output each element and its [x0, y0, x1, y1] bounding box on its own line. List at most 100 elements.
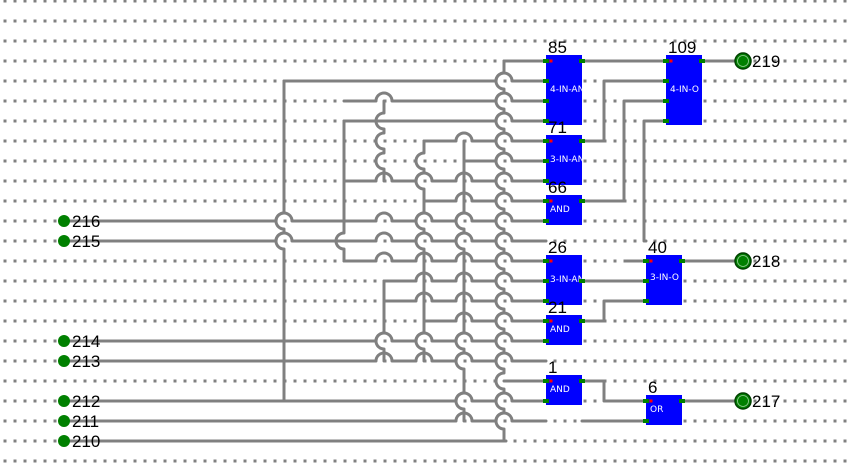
- grid-dot: [533, 0, 537, 3]
- grid-dot: [693, 299, 697, 303]
- grid-dot: [463, 339, 467, 343]
- grid-dot: [293, 39, 297, 43]
- gate-pin: [543, 59, 549, 63]
- grid-dot: [33, 299, 37, 303]
- grid-dot: [473, 0, 477, 3]
- grid-dot: [753, 279, 757, 283]
- grid-dot: [143, 459, 147, 463]
- input-213[interactable]: 213: [58, 352, 100, 371]
- grid-dot: [773, 199, 777, 203]
- gate-85[interactable]: 85 4-IN-AN: [546, 38, 584, 125]
- input-214[interactable]: 214: [58, 332, 100, 351]
- input-212[interactable]: 212: [58, 392, 100, 411]
- grid-dot: [133, 159, 137, 163]
- grid-dot: [183, 379, 187, 383]
- input-node-213[interactable]: [58, 355, 70, 367]
- output-218[interactable]: 218: [734, 252, 780, 271]
- grid-dot: [673, 39, 677, 43]
- output-219[interactable]: 219: [734, 52, 780, 71]
- grid-dot: [153, 259, 157, 263]
- grid-dot: [93, 139, 97, 143]
- grid-dot: [783, 219, 787, 223]
- grid-dot: [823, 279, 827, 283]
- grid-dot: [803, 199, 807, 203]
- gate-40[interactable]: 40 3-IN-O: [646, 238, 682, 305]
- wire-215: [62, 231, 548, 243]
- input-node-214[interactable]: [58, 335, 70, 347]
- grid-dot: [173, 379, 177, 383]
- grid-dot: [753, 59, 757, 63]
- grid-dot: [183, 319, 187, 323]
- grid-dot: [503, 159, 507, 163]
- input-211[interactable]: 211: [58, 412, 99, 431]
- input-node-211[interactable]: [58, 415, 70, 427]
- grid-dot: [133, 19, 137, 23]
- grid-dot: [133, 59, 137, 63]
- input-216[interactable]: 216: [58, 212, 100, 231]
- grid-dot: [213, 319, 217, 323]
- grid-dot: [73, 319, 77, 323]
- grid-dot: [703, 319, 707, 323]
- gate-66[interactable]: 66 AND: [546, 178, 582, 225]
- grid-dot: [793, 299, 797, 303]
- gate-26[interactable]: 26 3-IN-AN: [546, 238, 584, 305]
- grid-dot: [223, 259, 227, 263]
- grid-dot: [593, 159, 597, 163]
- grid-dot: [13, 219, 17, 223]
- grid-dot: [363, 319, 367, 323]
- gate-40-type: 3-IN-O: [650, 273, 679, 283]
- grid-dot: [263, 139, 267, 143]
- grid-dot: [653, 19, 657, 23]
- grid-dot: [163, 79, 167, 83]
- grid-dot: [693, 279, 697, 283]
- grid-dot: [23, 299, 27, 303]
- gate-pin: [663, 99, 669, 103]
- grid-dot: [403, 139, 407, 143]
- gate-6-type: OR: [650, 405, 663, 415]
- grid-dot: [843, 259, 847, 263]
- grid-dot: [553, 419, 557, 423]
- wire-71-in3: [342, 171, 548, 183]
- grid-dot: [353, 39, 357, 43]
- grid-dot: [813, 319, 817, 323]
- grid-dot: [373, 459, 377, 463]
- grid-dot: [353, 299, 357, 303]
- grid-dot: [323, 319, 327, 323]
- grid-dot: [823, 259, 827, 263]
- grid-dot: [783, 459, 787, 463]
- grid-dot: [73, 39, 77, 43]
- grid-dot: [803, 459, 807, 463]
- input-215[interactable]: 215: [58, 232, 100, 251]
- grid-dot: [723, 339, 727, 343]
- bus-x504: [494, 59, 506, 443]
- grid-dot: [623, 459, 627, 463]
- grid-dot: [763, 359, 767, 363]
- grid-dot: [693, 439, 697, 443]
- grid-dot: [793, 159, 797, 163]
- grid-dot: [623, 379, 627, 383]
- input-node-210[interactable]: [58, 435, 70, 447]
- input-node-215[interactable]: [58, 235, 70, 247]
- grid-dot: [843, 299, 847, 303]
- output-217[interactable]: 217: [734, 392, 780, 411]
- grid-dot: [73, 259, 77, 263]
- grid-dot: [43, 139, 47, 143]
- grid-dot: [93, 19, 97, 23]
- input-210[interactable]: 210: [58, 432, 100, 451]
- grid-dot: [343, 279, 347, 283]
- grid-dot: [163, 199, 167, 203]
- grid-dot: [733, 119, 737, 123]
- grid-dot: [663, 159, 667, 163]
- grid-dot: [33, 259, 37, 263]
- gate-109[interactable]: 109 4-IN-O: [666, 38, 702, 125]
- grid-dot: [653, 359, 657, 363]
- input-node-212[interactable]: [58, 395, 70, 407]
- gate-1[interactable]: 1 AND: [546, 358, 582, 405]
- gate-71[interactable]: 71 3-IN-AN: [546, 118, 584, 185]
- input-node-216[interactable]: [58, 215, 70, 227]
- grid-dot: [733, 79, 737, 83]
- wire-26-in3: [382, 291, 548, 303]
- grid-dot: [143, 179, 147, 183]
- grid-dot: [153, 459, 157, 463]
